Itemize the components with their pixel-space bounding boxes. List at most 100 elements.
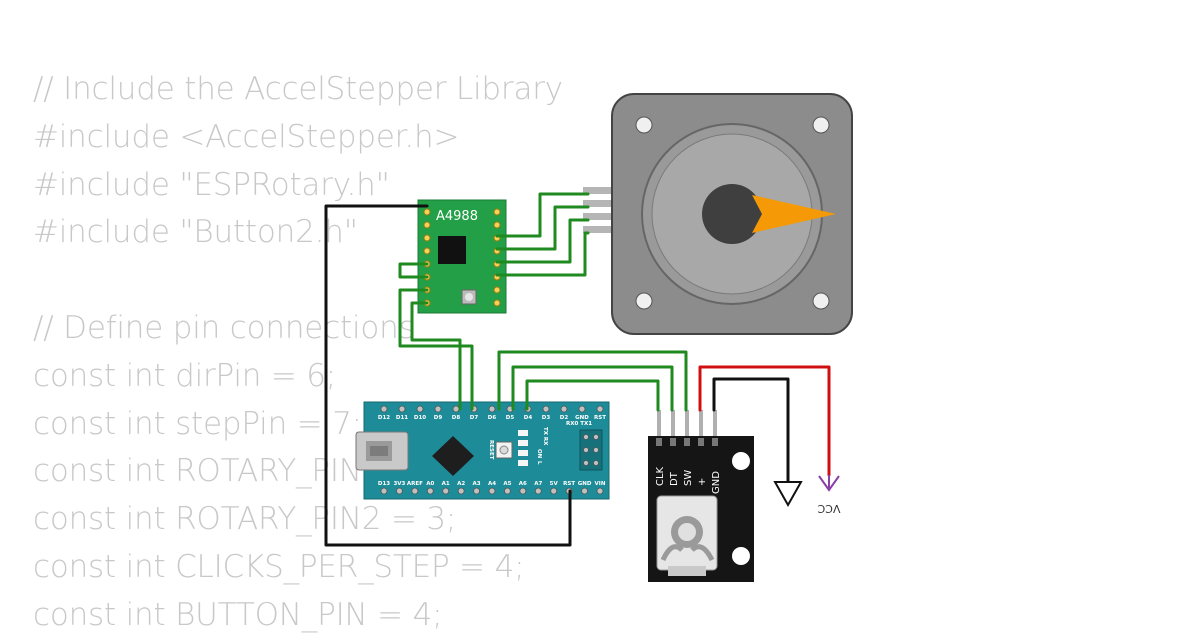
nano-pin-label: D7 bbox=[470, 415, 479, 421]
code-line: // Include the AccelStepper Library bbox=[33, 71, 563, 107]
wire-nano-encoder bbox=[525, 379, 660, 412]
nano-pin[interactable] bbox=[578, 405, 586, 413]
motor-screw-hole bbox=[812, 292, 830, 310]
nano-pin[interactable] bbox=[550, 487, 558, 495]
code-line: const int stepPin = 7; bbox=[33, 405, 362, 442]
nano-pin[interactable] bbox=[504, 487, 511, 495]
nano-pin[interactable] bbox=[457, 487, 465, 495]
code-line: const int ROTARY_PIN2 = 3; bbox=[33, 501, 457, 538]
nano-pin[interactable] bbox=[396, 487, 403, 495]
wire-step-dir bbox=[410, 301, 462, 411]
wire-driver-motor bbox=[495, 205, 590, 251]
nano-pin-label: RST bbox=[563, 481, 575, 487]
wire-nano-encoder bbox=[497, 350, 688, 412]
nano-pin-label: A0 bbox=[426, 481, 434, 487]
nano-pin[interactable] bbox=[519, 487, 527, 495]
nano-pin[interactable] bbox=[452, 405, 460, 413]
reset-label: RESET bbox=[488, 440, 494, 460]
nano-pin[interactable] bbox=[426, 487, 434, 495]
nano-pin-label: D4 bbox=[524, 415, 533, 421]
nano-pin[interactable] bbox=[380, 487, 388, 495]
icsp-header bbox=[579, 429, 603, 471]
code-line: const int BUTTON_PIN = 4; bbox=[33, 596, 443, 633]
nano-pin[interactable] bbox=[488, 405, 496, 413]
nano-pin-label: 3V3 bbox=[393, 481, 405, 487]
driver-chip bbox=[438, 236, 466, 264]
nano-pin-label: RST bbox=[594, 415, 606, 421]
microcontroller-chip bbox=[432, 436, 474, 476]
nano-pin-label: A2 bbox=[457, 481, 465, 487]
nano-top-pin-row: D12 D11 D10 D9 D8 D7 D6 D5 D4 D3 D2 GND RST bbox=[378, 405, 606, 421]
nano-pin[interactable] bbox=[442, 487, 450, 495]
encoder-pin-dt: DT bbox=[669, 471, 680, 486]
nano-pin-label: VIN bbox=[595, 481, 606, 487]
nano-pin-label: D3 bbox=[542, 415, 551, 421]
nano-pin[interactable] bbox=[596, 405, 604, 413]
encoder-pin-gnd: GND bbox=[711, 471, 722, 494]
motor-screw-hole bbox=[635, 292, 653, 310]
status-leds bbox=[518, 430, 528, 466]
vcc-symbol: VCC bbox=[817, 475, 840, 515]
nano-pin-label: D10 bbox=[414, 415, 426, 421]
nano-pin-label: A1 bbox=[442, 481, 450, 487]
vcc-label: VCC bbox=[817, 502, 840, 515]
encoder-pin-sw: SW bbox=[683, 470, 694, 486]
a4988-driver[interactable]: A4988 bbox=[417, 199, 507, 314]
ground-symbol bbox=[773, 481, 803, 508]
driver-label: A4988 bbox=[436, 209, 478, 224]
code-line: #include "Button2.h" bbox=[33, 214, 358, 251]
nano-pin[interactable] bbox=[488, 487, 496, 495]
wire-step-dir bbox=[398, 288, 474, 411]
stepper-motor[interactable] bbox=[583, 93, 853, 335]
wire-driver-motor bbox=[495, 192, 590, 238]
wire-gnd-return bbox=[324, 204, 572, 547]
nano-pin[interactable] bbox=[542, 405, 550, 413]
nano-pin-label: D12 bbox=[378, 415, 390, 421]
nano-pin[interactable] bbox=[473, 487, 480, 495]
nano-pin-label: D5 bbox=[506, 415, 515, 421]
nano-pin-label: A4 bbox=[488, 481, 496, 487]
nano-pin[interactable] bbox=[596, 487, 604, 495]
led-label-tx-rx: TX RX bbox=[542, 427, 548, 446]
rotate-arrows-icon bbox=[660, 544, 715, 562]
motor-screw-hole bbox=[812, 116, 830, 134]
motor-shaft-indicator bbox=[752, 195, 836, 233]
nano-pin[interactable] bbox=[581, 487, 588, 495]
nano-pin[interactable] bbox=[560, 405, 568, 413]
code-listing: // Include the AccelStepper Library #incl… bbox=[33, 66, 563, 640]
nano-pin-label: GND bbox=[578, 481, 592, 487]
rotary-encoder[interactable]: CLK DT SW + GND bbox=[648, 410, 754, 582]
nano-pin-label: AREF bbox=[407, 481, 423, 487]
nano-pin-label: D8 bbox=[452, 415, 461, 421]
led-label-on: ON bbox=[536, 449, 542, 459]
encoder-pin-clk: CLK bbox=[655, 466, 666, 486]
wire-driver-motor bbox=[495, 231, 590, 277]
encoder-pin-plus: + bbox=[697, 478, 708, 486]
nano-pin-label: D6 bbox=[488, 415, 497, 421]
nano-pin-label: D13 bbox=[378, 481, 390, 487]
wire-gnd bbox=[712, 377, 790, 484]
nano-pin-label: GND bbox=[575, 415, 589, 421]
code-line: // Define pin connections bbox=[33, 309, 415, 346]
nano-pin[interactable] bbox=[434, 405, 442, 413]
wire-driver-loop bbox=[398, 262, 429, 279]
nano-pin-label: D9 bbox=[434, 415, 443, 421]
wire-vcc bbox=[698, 365, 831, 477]
nano-pin-label: A6 bbox=[519, 481, 527, 487]
motor-screw-hole bbox=[635, 116, 653, 134]
wire-nano-encoder bbox=[511, 365, 674, 412]
rx-tx-label: RX0 TX1 bbox=[566, 421, 592, 427]
nano-pin[interactable] bbox=[416, 405, 424, 413]
code-line: const int dirPin = 6; bbox=[33, 357, 337, 394]
nano-pin-label: D2 bbox=[560, 415, 569, 421]
nano-pin[interactable] bbox=[411, 487, 419, 495]
code-line: #include "ESPRotary.h" bbox=[33, 166, 390, 203]
nano-pin[interactable] bbox=[534, 487, 542, 495]
nano-pin-label: D11 bbox=[396, 415, 408, 421]
nano-pin[interactable] bbox=[380, 405, 388, 413]
nano-pin[interactable] bbox=[398, 405, 406, 413]
nano-pin-label: A3 bbox=[473, 481, 481, 487]
